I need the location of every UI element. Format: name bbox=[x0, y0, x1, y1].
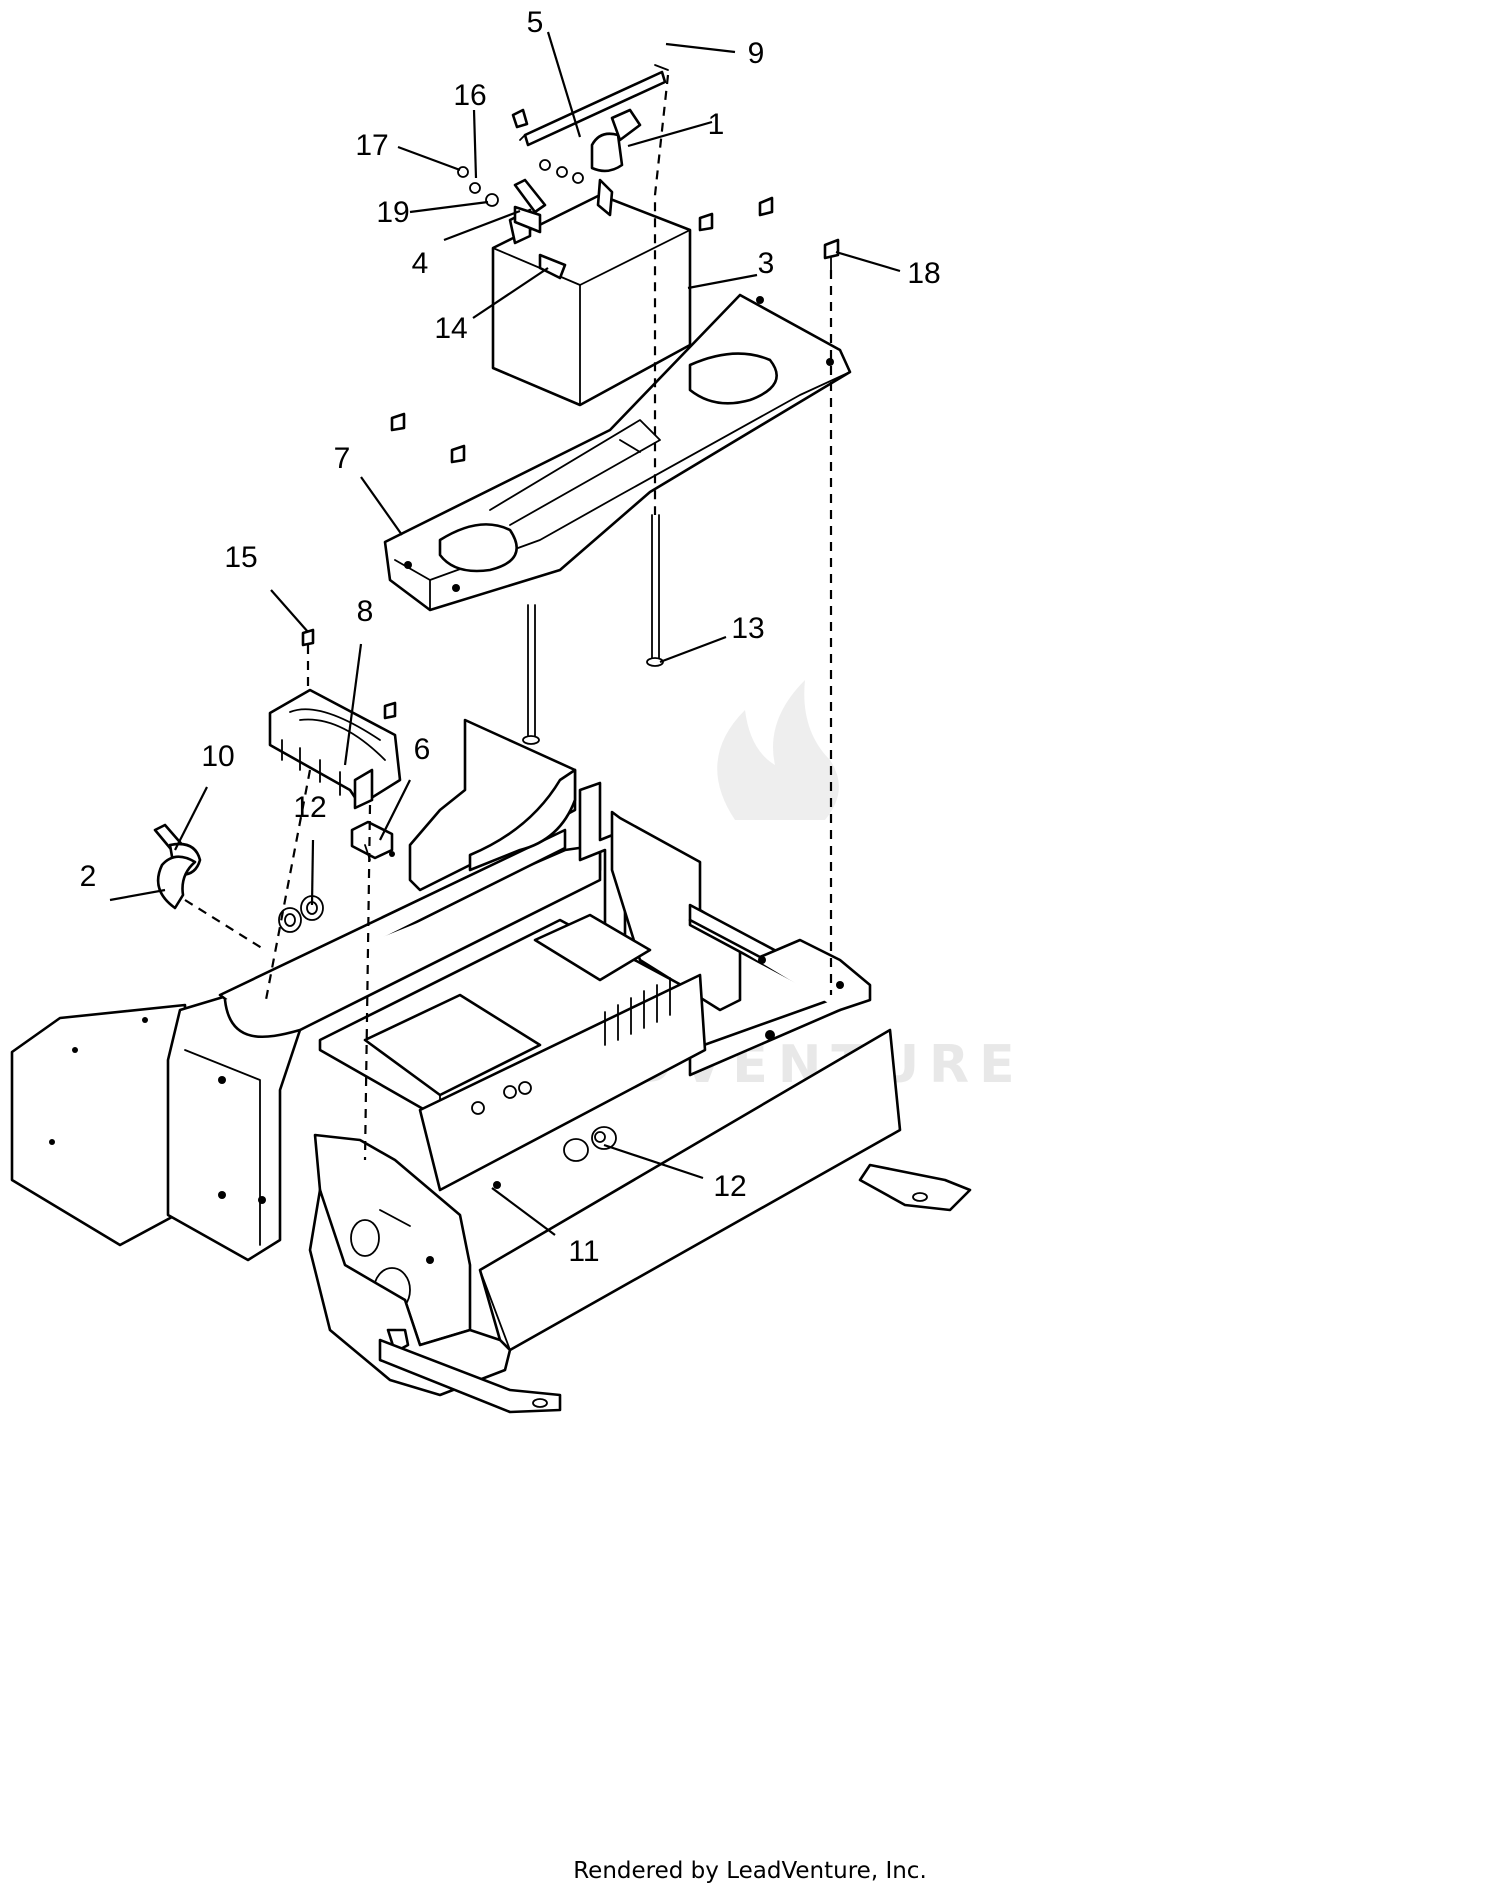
callout-3: 3 bbox=[758, 247, 775, 280]
vent-slots bbox=[604, 977, 671, 1046]
callout-8: 8 bbox=[357, 595, 374, 628]
callout-19: 19 bbox=[376, 196, 409, 229]
hold-down-bar bbox=[519, 64, 669, 147]
callout-4: 4 bbox=[412, 247, 429, 280]
callout-1: 1 bbox=[708, 108, 725, 141]
callout-7: 7 bbox=[334, 442, 351, 475]
callout-14: 14 bbox=[434, 312, 467, 345]
main-frame bbox=[10, 718, 972, 1414]
callout-labels: 1 2 3 4 5 6 7 8 9 10 11 12 12 13 14 15 1… bbox=[80, 6, 941, 1268]
alignment-lines bbox=[184, 74, 833, 1161]
footer-credit: Rendered by LeadVenture, Inc. bbox=[573, 1858, 927, 1884]
grommets-upper bbox=[278, 895, 324, 933]
callout-12-upper: 12 bbox=[293, 791, 326, 824]
battery-tray bbox=[383, 293, 852, 612]
leader-lines bbox=[109, 31, 901, 1236]
callout-6: 6 bbox=[414, 733, 431, 766]
callout-18: 18 bbox=[907, 257, 940, 290]
connector-switch bbox=[350, 820, 395, 861]
callout-16: 16 bbox=[453, 79, 486, 112]
callout-5: 5 bbox=[527, 6, 544, 39]
callout-12-lower: 12 bbox=[713, 1170, 746, 1203]
callout-17: 17 bbox=[355, 129, 388, 162]
callout-10: 10 bbox=[201, 740, 234, 773]
fuse-block bbox=[268, 688, 402, 810]
callout-11: 11 bbox=[568, 1235, 599, 1268]
callout-13: 13 bbox=[731, 612, 764, 645]
callout-15: 15 bbox=[224, 541, 257, 574]
cable-clamp bbox=[156, 855, 197, 910]
callout-2: 2 bbox=[80, 860, 97, 893]
callout-9: 9 bbox=[748, 37, 765, 70]
hardware bbox=[301, 108, 840, 745]
